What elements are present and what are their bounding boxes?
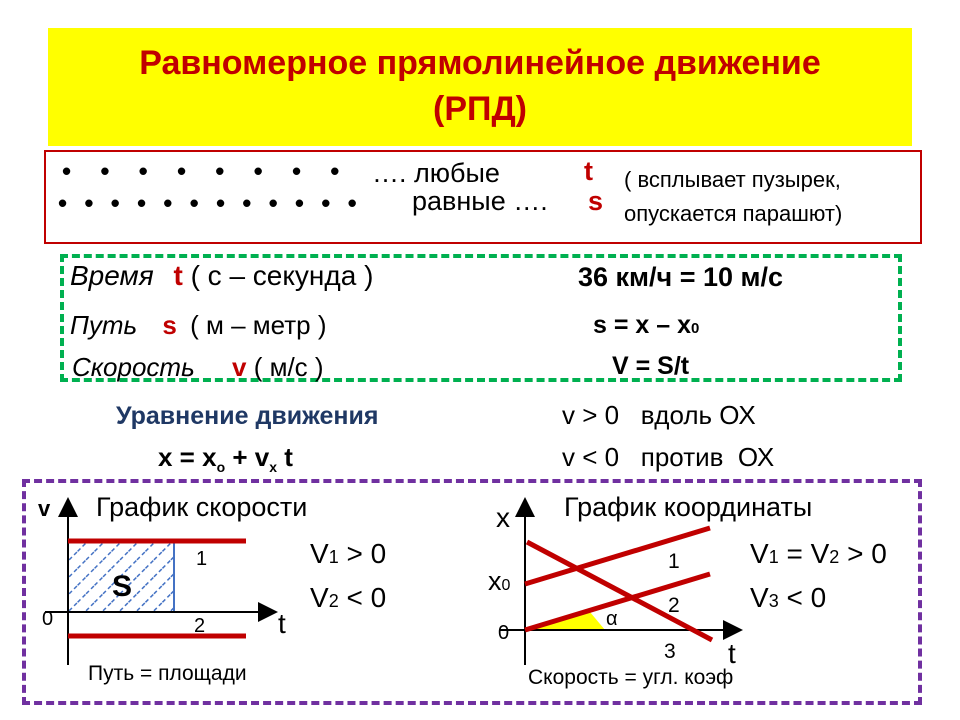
speed-y-label: v bbox=[38, 496, 51, 521]
cond1-v: V bbox=[310, 538, 329, 569]
equation-formula: x = xo + vx t bbox=[158, 442, 293, 475]
cond2-rest: < 0 bbox=[338, 582, 387, 613]
cond2-v: V bbox=[310, 582, 329, 613]
speed-caption: Путь = площади bbox=[88, 662, 247, 685]
coord-line-3 bbox=[525, 539, 714, 643]
formula-x: x = x bbox=[158, 442, 217, 472]
speed-var: v bbox=[232, 352, 247, 382]
speed-conversion: 36 км/ч = 10 м/с bbox=[578, 262, 783, 292]
dots-row-1: • • • • • • • • bbox=[62, 156, 351, 186]
x0-sub: 0 bbox=[501, 577, 511, 594]
path-formula: s = x – x0 bbox=[593, 311, 699, 340]
rule-positive: v > 0 вдоль ОХ bbox=[562, 400, 756, 430]
formula-sub-o: o bbox=[216, 459, 226, 475]
coord-line-3-label: 3 bbox=[664, 640, 676, 663]
path-label: Путь bbox=[70, 310, 138, 340]
speed-x-label: t bbox=[278, 608, 286, 639]
c1-rest: > 0 bbox=[839, 538, 887, 569]
coord-line-1-label: 1 bbox=[668, 550, 680, 573]
c2-sub: 3 bbox=[768, 591, 779, 611]
speed-formula: V = S/t bbox=[612, 352, 690, 380]
coord-line-2-label: 2 bbox=[668, 594, 680, 617]
cond2-sub: 2 bbox=[328, 591, 339, 611]
example-line-1: ( всплывает пузырек, bbox=[624, 167, 841, 192]
title-line-2: (РПД) bbox=[433, 90, 527, 128]
speed-row: Скорость v ( м/с ) bbox=[72, 352, 324, 383]
path-formula-sub: 0 bbox=[691, 320, 700, 337]
coord-graph-title: График координаты bbox=[564, 492, 813, 522]
speed-origin: 0 bbox=[42, 608, 54, 630]
coord-condition-1: V1 = V2 > 0 bbox=[750, 538, 887, 570]
time-row: Время t ( с – секунда ) bbox=[70, 260, 373, 292]
path-row: Путь s ( м – метр ) bbox=[70, 310, 327, 341]
angle-label: α bbox=[606, 608, 618, 630]
graphs-box bbox=[22, 479, 922, 705]
coord-condition-2: V3 < 0 bbox=[750, 582, 826, 614]
c1-v: V bbox=[750, 538, 769, 569]
title-line-1: Равномерное прямолинейное движение bbox=[139, 44, 821, 82]
speed-line-1-label: 1 bbox=[196, 548, 208, 570]
any-var: t bbox=[584, 156, 593, 186]
equal-text: равные …. bbox=[412, 186, 548, 216]
path-var: s bbox=[162, 310, 177, 340]
equal-var: s bbox=[588, 186, 604, 216]
rule-negative: v < 0 против ОХ bbox=[562, 442, 775, 472]
coord-origin: 0 bbox=[498, 622, 510, 644]
c1-s1: 1 bbox=[768, 547, 779, 567]
coord-line-2 bbox=[524, 571, 711, 633]
path-formula-main: s = x – x bbox=[593, 311, 691, 339]
area-label: S bbox=[112, 570, 133, 603]
equation-heading: Уравнение движения bbox=[116, 402, 379, 430]
cond1-sub: 1 bbox=[328, 547, 339, 567]
motion-definition-box bbox=[44, 150, 922, 244]
area-under-speed bbox=[68, 541, 174, 612]
any-text: …. любые bbox=[372, 158, 500, 188]
path-unit: ( м – метр ) bbox=[190, 310, 327, 340]
example-line-2: опускается парашют) bbox=[624, 201, 843, 226]
dots-row-2: • • • • • • • • • • • • bbox=[58, 188, 362, 218]
c1-s2: 2 bbox=[829, 547, 840, 567]
speed-label: Скорость bbox=[72, 352, 195, 382]
c2-rest: < 0 bbox=[778, 582, 827, 613]
c1-mid: = V bbox=[778, 538, 830, 569]
time-var: t bbox=[173, 260, 183, 291]
formula-sub-x: x bbox=[269, 459, 278, 475]
formula-plus-v: + v bbox=[232, 442, 270, 472]
speed-unit: ( м/с ) bbox=[253, 352, 324, 382]
c2-v: V bbox=[750, 582, 769, 613]
coord-caption: Скорость = угл. коэф bbox=[528, 666, 734, 689]
speed-line-2-label: 2 bbox=[194, 615, 206, 637]
coord-y-label: x bbox=[496, 502, 510, 533]
units-box bbox=[60, 254, 902, 382]
speed-condition-2: V2 < 0 bbox=[310, 582, 386, 614]
coord-line-1 bbox=[524, 525, 711, 587]
x0-label: x0 bbox=[488, 566, 510, 597]
coord-x-label: t bbox=[728, 638, 736, 669]
time-unit: ( с – секунда ) bbox=[190, 260, 374, 291]
x0-main: x bbox=[488, 566, 502, 596]
formula-t: t bbox=[284, 442, 293, 472]
speed-condition-1: V1 > 0 bbox=[310, 538, 386, 570]
title-banner: Равномерное прямолинейное движение (РПД) bbox=[48, 28, 912, 146]
cond1-rest: > 0 bbox=[338, 538, 387, 569]
speed-graph-title: График скорости bbox=[96, 492, 308, 522]
time-label: Время bbox=[70, 260, 154, 291]
